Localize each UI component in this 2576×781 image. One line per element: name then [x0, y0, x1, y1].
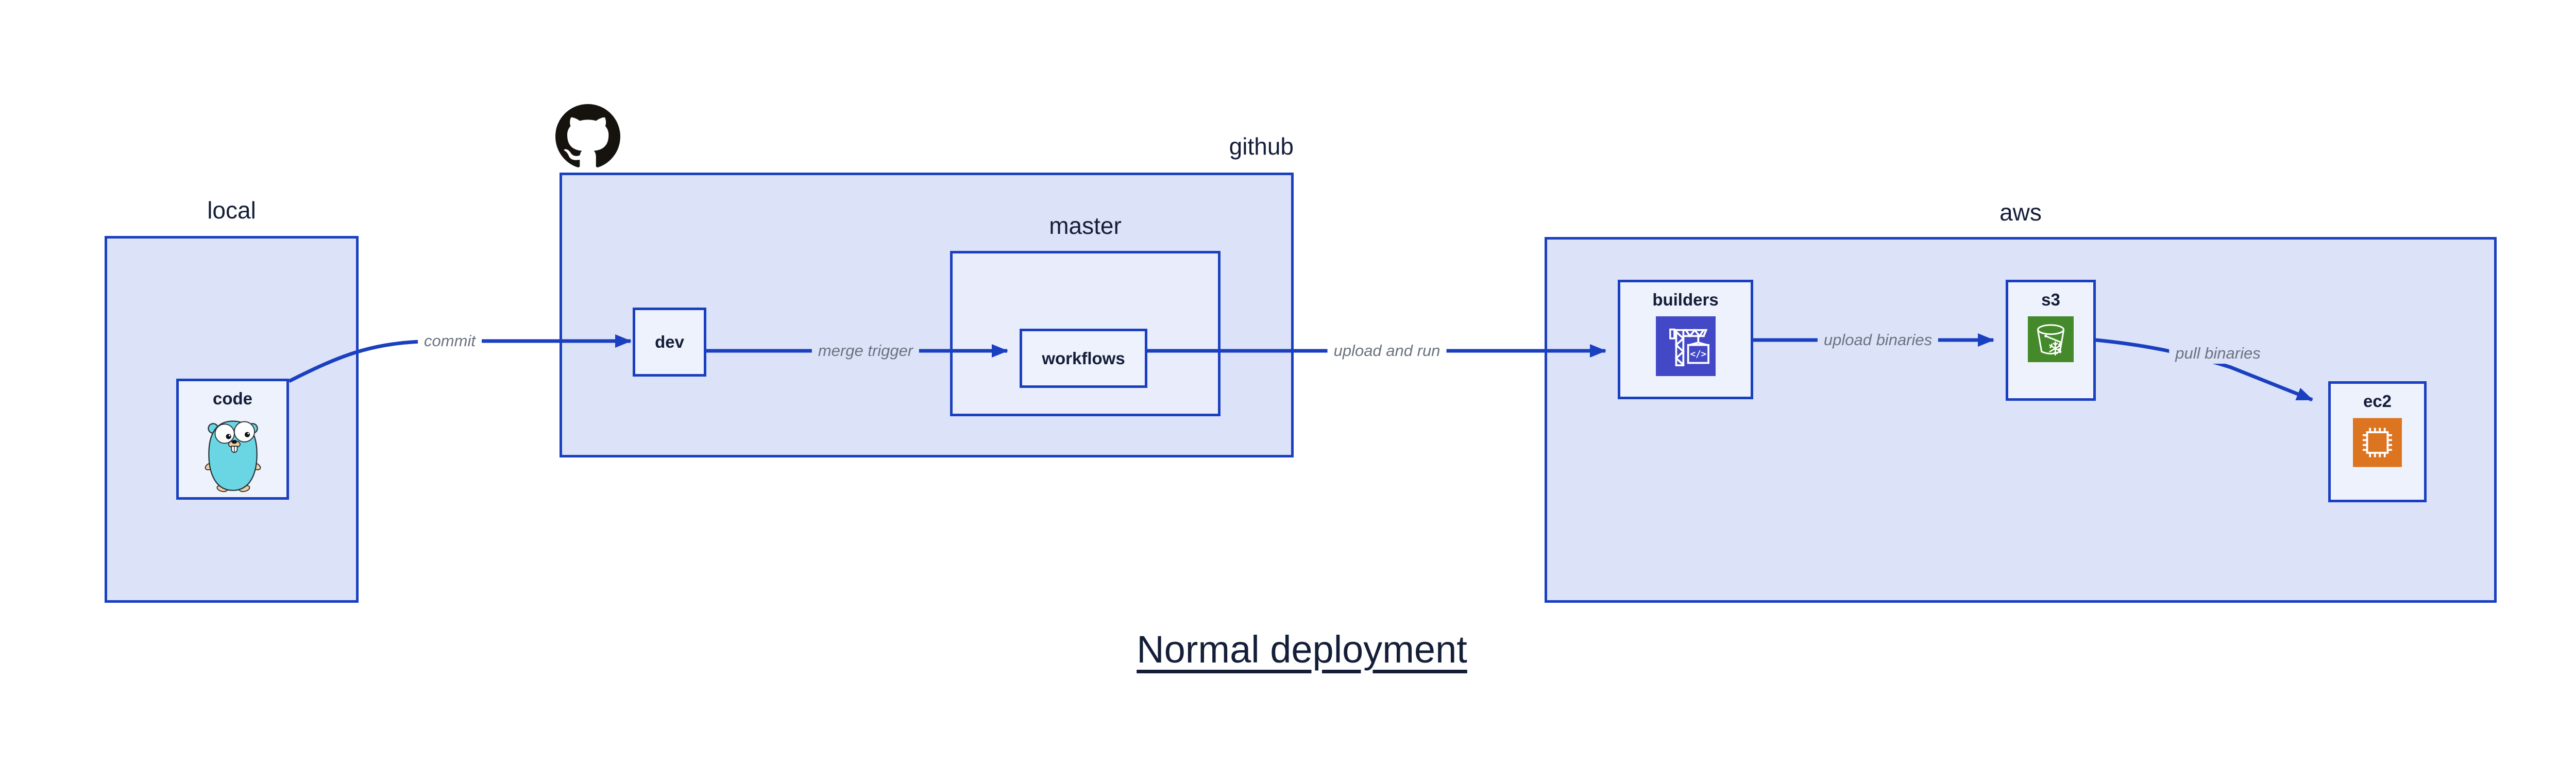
- node-builders: builders </>: [1618, 280, 1753, 399]
- edge-label-upload-and-run: upload and run: [1327, 341, 1447, 361]
- node-s3: s3: [2006, 280, 2096, 401]
- node-label-dev: dev: [655, 332, 684, 351]
- container-label-github: github: [1229, 133, 1294, 160]
- github-octocat-logo-icon: [555, 104, 620, 167]
- edge-label-upload-binaries: upload binaries: [1817, 330, 1939, 350]
- edge-label-pull-binaries: pull binaries: [2169, 343, 2267, 364]
- node-label-code: code: [212, 389, 253, 408]
- node-label-ec2: ec2: [2363, 392, 2392, 411]
- node-label-workflows: workflows: [1042, 348, 1125, 368]
- container-label-master: master: [1049, 212, 1122, 239]
- node-label-builders: builders: [1652, 290, 1719, 309]
- aws-codebuild-icon: </>: [1655, 316, 1716, 376]
- diagram-title: Normal deployment: [1137, 628, 1467, 671]
- go-gopher-icon: [205, 420, 261, 493]
- aws-s3-bucket-icon: [2028, 316, 2074, 362]
- container-label-aws: aws: [1999, 199, 2042, 226]
- edge-label-merge-trigger: merge trigger: [811, 341, 920, 361]
- node-ec2: ec2: [2328, 381, 2427, 502]
- svg-text:</>: </>: [1690, 349, 1706, 360]
- node-code: code: [176, 379, 289, 500]
- edge-label-commit: commit: [418, 331, 482, 351]
- aws-ec2-chip-icon: [2353, 418, 2402, 467]
- node-label-s3: s3: [2041, 290, 2060, 309]
- container-label-local: local: [207, 197, 256, 224]
- node-workflows: workflows: [1020, 329, 1147, 388]
- node-dev: dev: [633, 308, 706, 377]
